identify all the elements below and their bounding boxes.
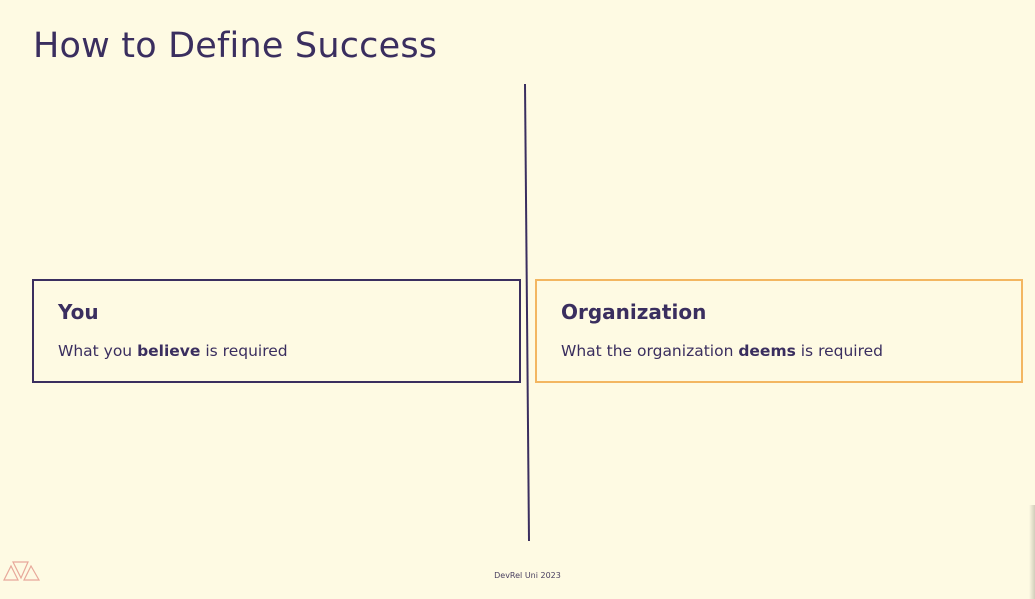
you-card-body-prefix: What you (58, 342, 138, 360)
you-card-body: What you believe is required (58, 342, 288, 360)
organization-card-body-prefix: What the organization (561, 342, 739, 360)
you-card-body-suffix: is required (200, 342, 288, 360)
you-card-title: You (58, 300, 99, 324)
slide-title: How to Define Success (33, 26, 438, 66)
edge-shadow (1029, 505, 1035, 599)
organization-card-body-suffix: is required (795, 342, 884, 360)
devrel-uni-triangle-logo-icon (3, 561, 41, 581)
you-card-body-emphasis: believe (137, 342, 201, 360)
footer-text: DevRel Uni 2023 (494, 571, 561, 580)
organization-card-title: Organization (561, 300, 707, 324)
organization-card: Organization What the organization deems… (535, 279, 1023, 383)
organization-card-body-emphasis: deems (738, 342, 796, 360)
you-card: You What you believe is required (32, 279, 521, 383)
organization-card-body: What the organization deems is required (561, 342, 883, 360)
